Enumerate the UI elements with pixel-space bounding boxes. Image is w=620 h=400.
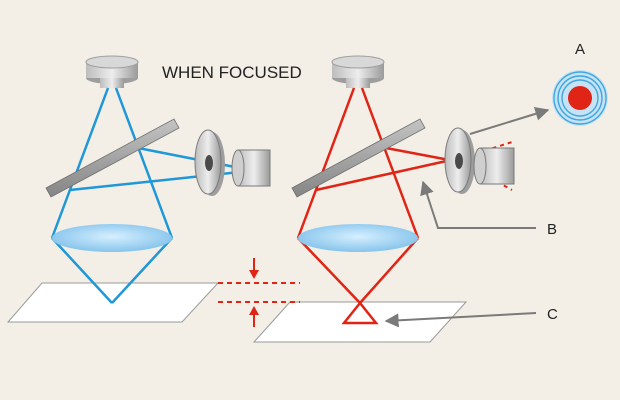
focus-point-triangle <box>341 300 379 325</box>
left-beams <box>50 87 241 304</box>
right-beam-splitter-icon <box>291 118 426 198</box>
right-pinhole-aperture-icon <box>444 127 475 194</box>
left-pinhole-aperture-icon <box>194 129 225 196</box>
label-c: C <box>547 306 558 323</box>
right-focusing-lens <box>298 224 418 252</box>
right-optical-system <box>252 55 515 343</box>
arrow-to-focus-c <box>384 312 537 328</box>
arrow-to-spot-a <box>469 107 550 135</box>
leader-arrows <box>384 107 550 328</box>
focus-displacement-indicator <box>218 258 300 327</box>
left-optical-system <box>6 55 271 323</box>
focused-spot-icon <box>552 70 608 126</box>
left-camera-icon <box>231 149 271 187</box>
diagram-title: WHEN FOCUSED <box>162 63 302 82</box>
left-beam-splitter-icon <box>45 118 180 198</box>
right-camera-icon <box>473 147 515 185</box>
arrow-to-pinhole-b <box>420 180 536 229</box>
right-beams <box>296 87 461 325</box>
left-objective-lens-icon <box>85 55 139 88</box>
label-b: B <box>547 221 557 238</box>
right-objective-lens-icon <box>331 55 385 88</box>
left-focusing-lens <box>52 224 172 252</box>
label-a: A <box>575 41 585 58</box>
